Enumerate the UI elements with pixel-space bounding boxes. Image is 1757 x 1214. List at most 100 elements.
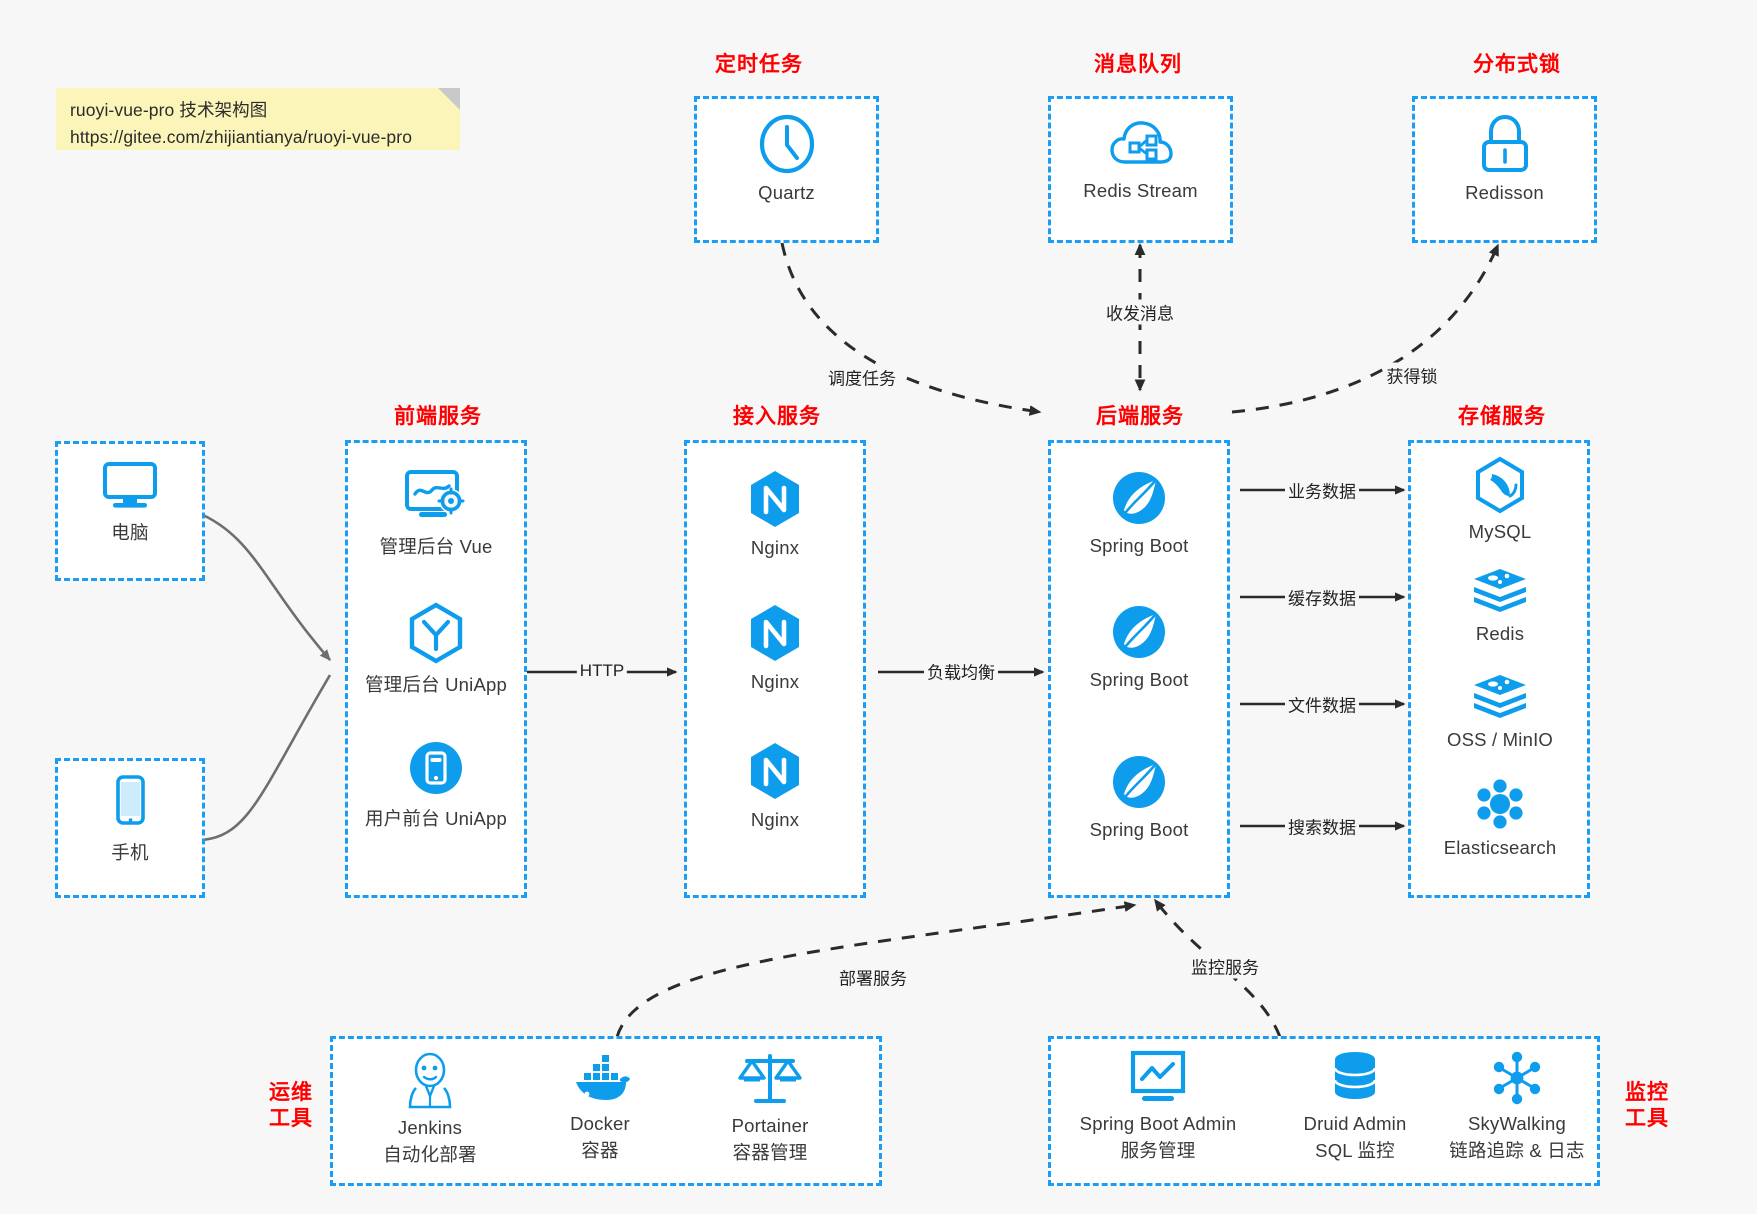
caption-message-queue: 消息队列 (1094, 53, 1182, 76)
skywalking-icon (1488, 1050, 1546, 1106)
node-label: 管理后台 Vue (379, 536, 493, 557)
edge-label-deploy-service: 部署服务 (836, 964, 910, 990)
spring-leaf-icon (1108, 602, 1170, 662)
node-spring-boot-2[interactable]: Spring Boot (1069, 602, 1209, 691)
node-oss-minio[interactable]: OSS / MinIO (1432, 672, 1568, 751)
caption-line-1: 运维 (269, 1081, 313, 1104)
box-distributed-lock (1412, 96, 1597, 243)
node-sublabel: 容器管理 (732, 1142, 808, 1163)
hexagon-y-icon (407, 602, 465, 664)
box-message-queue (1048, 96, 1233, 243)
node-label: Nginx (750, 809, 800, 830)
caption-storage-service: 存储服务 (1458, 405, 1546, 428)
node-label: Jenkins (397, 1117, 463, 1138)
monitor-icon (101, 460, 159, 512)
node-label: Spring Boot (1089, 819, 1189, 840)
caption-scheduled-task: 定时任务 (715, 53, 803, 76)
node-label: 管理后台 UniApp (364, 674, 508, 695)
edge-label-acquire-lock: 获得锁 (1383, 362, 1441, 388)
edge-label-http: HTTP (576, 661, 628, 681)
node-label: 手机 (111, 842, 149, 863)
node-redis[interactable]: Redis (1432, 566, 1568, 645)
edge-label-file-data: 文件数据 (1285, 691, 1359, 717)
jenkins-butler-icon (402, 1050, 458, 1110)
caption-monitor-tools: 监控 工具 (1614, 1080, 1680, 1133)
box-client-mobile (55, 758, 205, 898)
caption-devops-tools: 运维 工具 (258, 1080, 324, 1133)
node-sublabel: 链路追踪 & 日志 (1449, 1140, 1585, 1161)
clock-icon (756, 113, 818, 175)
sticky-note: ruoyi-vue-pro 技术架构图 https://gitee.com/zh… (56, 88, 460, 150)
caption-frontend-service: 前端服务 (394, 405, 482, 428)
node-sublabel: 服务管理 (1120, 1140, 1196, 1161)
lock-icon (1475, 113, 1535, 175)
node-sublabel: 自动化部署 (383, 1144, 477, 1165)
redis-stack-icon (1471, 566, 1529, 616)
database-icon (1327, 1050, 1383, 1106)
node-sublabel: 容器 (581, 1140, 619, 1161)
elasticsearch-icon (1472, 778, 1528, 830)
node-label: Nginx (750, 537, 800, 558)
edge-label-search-data: 搜索数据 (1285, 813, 1359, 839)
caption-line-1: 监控 (1625, 1081, 1669, 1104)
node-nginx-1[interactable]: Nginx (707, 468, 843, 559)
node-label: Spring Boot Admin (1079, 1113, 1237, 1134)
edge-label-send-receive-message: 收发消息 (1103, 299, 1177, 325)
node-druid-admin[interactable]: Druid Admin SQL 监控 (1270, 1050, 1440, 1163)
nginx-icon (746, 602, 804, 664)
note-fold-corner (438, 88, 460, 110)
node-spring-boot-admin[interactable]: Spring Boot Admin 服务管理 (1058, 1050, 1258, 1163)
node-label: MySQL (1468, 521, 1532, 542)
node-portainer[interactable]: Portainer 容器管理 (690, 1050, 850, 1165)
node-label: Portainer (731, 1115, 809, 1136)
caption-line-2: 工具 (269, 1107, 313, 1131)
node-label: Redis (1475, 623, 1525, 644)
scales-icon (738, 1050, 802, 1108)
mysql-dolphin-icon (1472, 456, 1528, 514)
nginx-icon (746, 740, 804, 802)
node-admin-uniapp[interactable]: 管理后台 UniApp (356, 602, 516, 697)
node-redis-stream[interactable]: Redis Stream (1073, 117, 1208, 202)
node-label: Redis Stream (1083, 180, 1198, 201)
mobile-circle-icon (406, 738, 466, 798)
redis-stack-icon (1471, 672, 1529, 722)
caption-distributed-lock: 分布式锁 (1473, 53, 1561, 76)
node-mysql[interactable]: MySQL (1432, 456, 1568, 543)
node-nginx-2[interactable]: Nginx (707, 602, 843, 693)
docker-whale-icon (568, 1052, 632, 1106)
monitor-chart-icon (1128, 1050, 1188, 1106)
node-label: Redisson (1465, 182, 1544, 203)
node-nginx-3[interactable]: Nginx (707, 740, 843, 831)
node-quartz[interactable]: Quartz (719, 113, 854, 204)
node-label: 用户前台 UniApp (364, 808, 508, 829)
node-label: SkyWalking (1468, 1113, 1566, 1134)
node-elasticsearch[interactable]: Elasticsearch (1432, 778, 1568, 859)
node-docker[interactable]: Docker 容器 (520, 1052, 680, 1163)
node-label: Spring Boot (1089, 669, 1189, 690)
node-mobile[interactable]: 手机 (80, 774, 180, 865)
node-label: Spring Boot (1089, 535, 1189, 556)
node-label: Quartz (758, 182, 815, 203)
spring-leaf-icon (1108, 752, 1170, 812)
node-label: Elasticsearch (1443, 837, 1557, 858)
box-monitor-tools (1048, 1036, 1600, 1186)
node-sublabel: SQL 监控 (1315, 1140, 1395, 1161)
cloud-node-icon (1109, 117, 1173, 173)
edge-label-schedule-task: 调度任务 (825, 364, 899, 390)
node-skywalking[interactable]: SkyWalking 链路追踪 & 日志 (1432, 1050, 1602, 1163)
node-jenkins[interactable]: Jenkins 自动化部署 (350, 1050, 510, 1167)
node-admin-vue[interactable]: 管理后台 Vue (356, 468, 516, 559)
caption-line-2: 工具 (1625, 1107, 1669, 1131)
node-user-uniapp[interactable]: 用户前台 UniApp (356, 738, 516, 831)
dashboard-gear-icon (403, 468, 469, 526)
phone-icon (107, 774, 153, 832)
node-spring-boot-1[interactable]: Spring Boot (1069, 468, 1209, 557)
note-url: https://gitee.com/zhijiantianya/ruoyi-vu… (70, 127, 413, 148)
node-redisson[interactable]: Redisson (1437, 113, 1572, 204)
node-label: Docker (570, 1113, 630, 1134)
nginx-icon (746, 468, 804, 530)
caption-gateway-service: 接入服务 (733, 405, 821, 428)
node-spring-boot-3[interactable]: Spring Boot (1069, 752, 1209, 841)
node-pc[interactable]: 电脑 (80, 460, 180, 545)
